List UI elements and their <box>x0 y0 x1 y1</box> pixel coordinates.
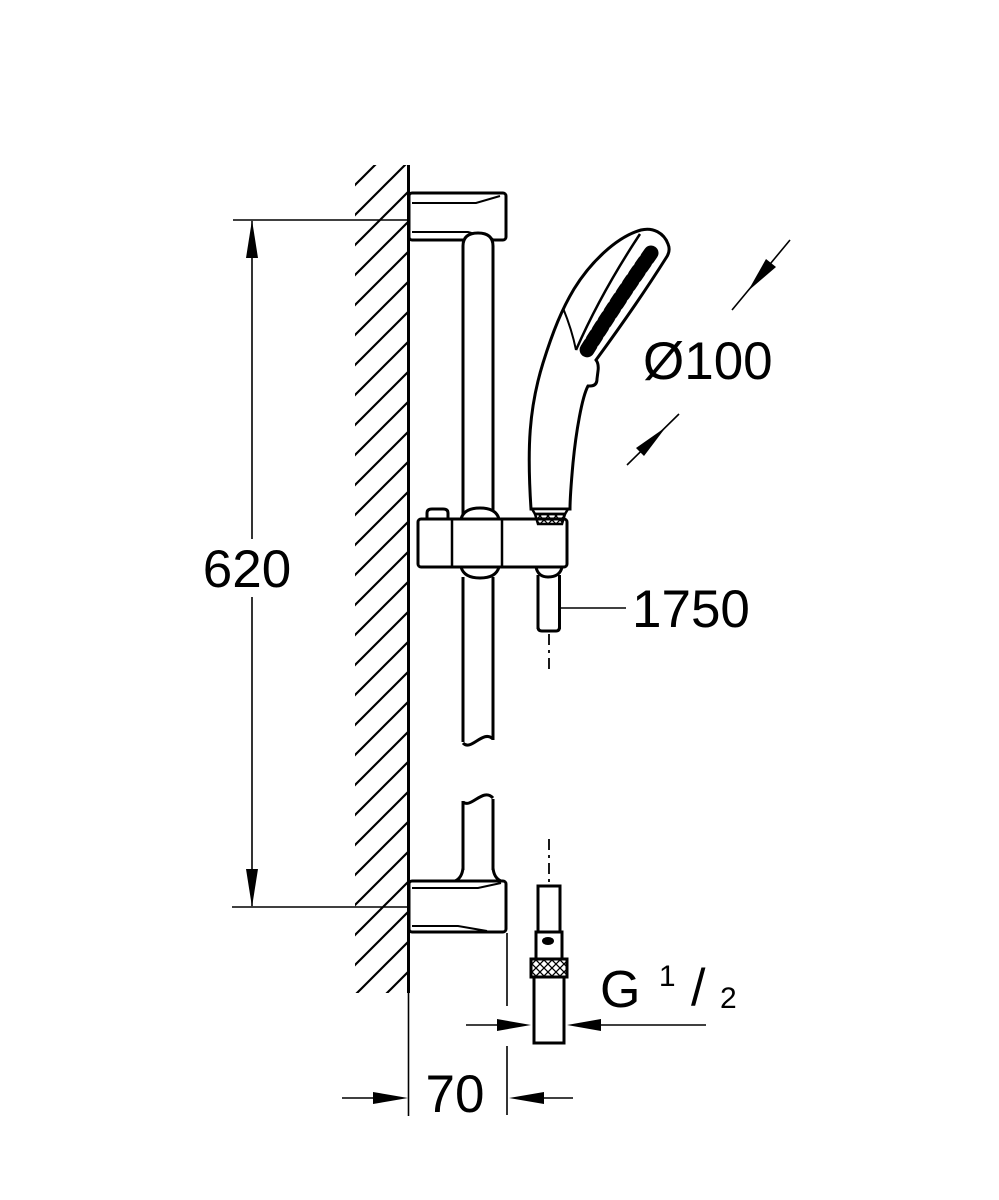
shower-hose <box>529 575 569 1045</box>
arrowhead-down <box>246 869 258 907</box>
thread-slash: / <box>691 959 706 1017</box>
arrowhead-right <box>373 1092 408 1104</box>
rail-height-label: 620 <box>203 540 291 599</box>
head-diameter-label: Ø100 <box>643 332 773 391</box>
wall-hatching <box>355 165 408 993</box>
dimension-head-diameter: Ø100 <box>626 239 791 466</box>
wall-offset-label: 70 <box>426 1065 485 1124</box>
thread-size-label: G 1 / 2 <box>600 940 737 1019</box>
thread-numerator: 1 <box>659 960 676 993</box>
bottom-bracket-detail-upper <box>412 882 502 889</box>
arrowhead-left <box>567 1019 601 1031</box>
arrowhead-left <box>509 1092 544 1104</box>
dimension-thread-size: G 1 / 2 <box>466 933 737 1115</box>
holder-body <box>416 517 569 569</box>
rail-break-line-upper <box>461 735 495 747</box>
hand-shower-outline <box>527 227 671 511</box>
connector-nut-knurl <box>529 957 569 979</box>
handle-head-joint-line <box>562 307 577 351</box>
hose-collar-bottom <box>534 566 564 579</box>
bottom-bracket-detail-lower <box>412 925 488 932</box>
rail-collar-bottom <box>459 566 501 580</box>
top-bracket-detail-upper <box>412 195 501 204</box>
dimension-hose-length: 1750 <box>561 580 750 639</box>
rail-collar-top <box>459 506 501 520</box>
arrowhead-lower-left <box>748 259 776 291</box>
dimension-wall-offset: 70 <box>342 1065 573 1124</box>
rail-top-cap <box>461 231 495 259</box>
rail-break-line-lower <box>462 793 495 805</box>
dimension-rail-height: 620 <box>203 219 407 908</box>
thread-letter: G <box>600 961 640 1019</box>
handle-knurl-band <box>533 512 567 526</box>
rail-flare-left <box>454 867 465 883</box>
top-bracket <box>407 191 508 242</box>
arrowhead-upper-right <box>636 427 666 456</box>
slider-holder <box>416 506 569 580</box>
spray-face-nozzles <box>579 245 659 358</box>
hose-end-stub <box>532 975 566 1045</box>
hose-length-label: 1750 <box>632 580 750 639</box>
head-rim-line <box>574 233 642 351</box>
hose-nipple <box>536 884 562 934</box>
rail-flare-right <box>491 867 502 883</box>
holder-button <box>425 507 450 519</box>
ferrule-mark <box>542 937 554 945</box>
hand-shower <box>527 227 671 526</box>
thread-denominator: 2 <box>720 982 737 1015</box>
wall <box>355 165 410 1116</box>
arrowhead-right <box>497 1019 531 1031</box>
hose-cut-end <box>536 626 561 633</box>
arrowhead-up <box>246 220 258 258</box>
shower-rail <box>407 191 508 934</box>
hose-ferrule <box>534 930 564 962</box>
